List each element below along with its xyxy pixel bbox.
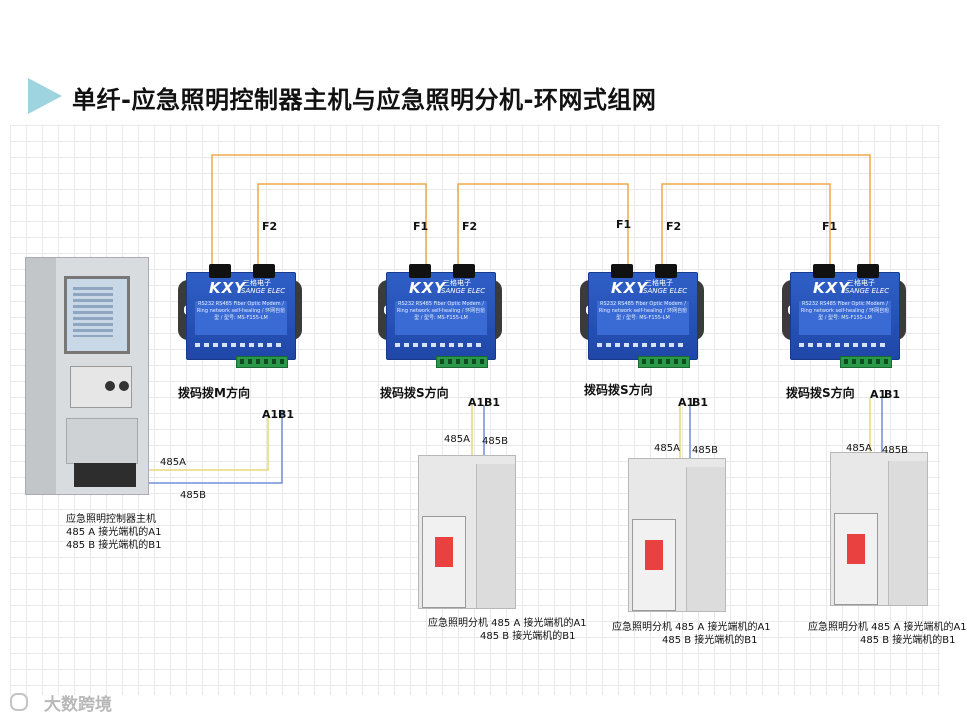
fiber-ring xyxy=(211,154,871,268)
branch1-485b-label: 485B xyxy=(482,436,508,447)
device-panel-text: RS232 RS485 Fiber Optic Modem / Ring net… xyxy=(597,301,689,335)
host-caption-1: 应急照明控制器主机 xyxy=(66,514,156,525)
dip-switch-label: 拨码拨M方向 xyxy=(178,386,250,400)
fiber-label: F2 xyxy=(462,220,478,233)
host-485b-line xyxy=(148,410,283,484)
a1-label: A1 xyxy=(870,388,887,401)
host-485b-label: 485B xyxy=(180,490,206,501)
fiber-label: F1 xyxy=(413,220,429,233)
fiber-label: F2 xyxy=(666,220,682,233)
fiber-port-icon xyxy=(813,264,835,278)
watermark-logo-icon xyxy=(10,693,28,711)
b1-label: B1 xyxy=(484,396,501,409)
device-panel-text: RS232 RS485 Fiber Optic Modem / Ring net… xyxy=(195,301,287,335)
host-caption-2: 485 A 接光端机的A1 xyxy=(66,527,162,538)
watermark-text: 大数跨境 xyxy=(44,695,112,715)
led-indicators xyxy=(193,333,289,351)
branch2-485b-label: 485B xyxy=(692,445,718,456)
terminal-block xyxy=(436,356,488,368)
host-485a-line xyxy=(148,410,269,471)
fiber-port-icon xyxy=(253,264,275,278)
fiber-port-icon xyxy=(611,264,633,278)
b1-label: B1 xyxy=(884,388,901,401)
warning-sticker-icon xyxy=(847,534,865,564)
fiber-converter-4: KXY 三格电子 SANGE ELEC RS232 RS485 Fiber Op… xyxy=(782,264,906,368)
fiber-port-icon xyxy=(409,264,431,278)
fiber-converter-1: KXY 三格电子 SANGE ELEC RS232 RS485 Fiber Op… xyxy=(178,264,302,368)
fiber-port-icon xyxy=(655,264,677,278)
dip-switch-label: 拨码拨S方向 xyxy=(786,386,855,400)
a1-label: A1 xyxy=(678,396,695,409)
emergency-lighting-branch-3 xyxy=(830,452,928,606)
warning-sticker-icon xyxy=(435,537,453,567)
fiber-label: F1 xyxy=(822,220,838,233)
led-indicators xyxy=(393,333,489,351)
rs485-lines xyxy=(148,398,883,484)
led-indicators xyxy=(797,333,893,351)
fiber-outer-loop xyxy=(211,154,871,268)
dip-switch-label: 拨码拨S方向 xyxy=(584,383,653,397)
branch1-caption-2: 485 B 接光端机的B1 xyxy=(480,631,576,642)
emergency-lighting-branch-2 xyxy=(628,458,726,612)
device-panel-text: RS232 RS485 Fiber Optic Modem / Ring net… xyxy=(799,301,891,335)
fiber-label: F1 xyxy=(616,218,632,231)
device-logo: KXY xyxy=(409,279,447,297)
page-title: 单纤-应急照明控制器主机与应急照明分机-环网式组网 xyxy=(72,86,657,114)
b1-label: B1 xyxy=(692,396,709,409)
branch3-485b-label: 485B xyxy=(882,445,908,456)
a1-label: A1 xyxy=(468,396,485,409)
terminal-block xyxy=(638,356,690,368)
device-logo: KXY xyxy=(611,279,649,297)
fiber-converter-2: KXY 三格电子 SANGE ELEC RS232 RS485 Fiber Op… xyxy=(378,264,502,368)
control-panel xyxy=(70,366,132,408)
fiber-port-icon xyxy=(453,264,475,278)
branch3-caption-1: 应急照明分机 485 A 接光端机的A1 xyxy=(808,622,967,633)
branch1-caption-1: 应急照明分机 485 A 接光端机的A1 xyxy=(428,618,587,629)
fiber-link-1-2 xyxy=(257,183,427,268)
branch2-485a-label: 485A xyxy=(654,443,680,454)
emergency-lighting-branch-1 xyxy=(418,455,516,609)
emergency-lighting-controller-host xyxy=(25,257,149,495)
monitor-screen xyxy=(64,276,130,354)
fiber-converter-3: KXY 三格电子 SANGE ELEC RS232 RS485 Fiber Op… xyxy=(580,264,704,368)
device-panel-text: RS232 RS485 Fiber Optic Modem / Ring net… xyxy=(395,301,487,335)
fiber-port-icon xyxy=(209,264,231,278)
branch2-caption-2: 485 B 接光端机的B1 xyxy=(662,635,758,646)
led-indicators xyxy=(595,333,691,351)
host-caption-3: 485 B 接光端机的B1 xyxy=(66,540,162,551)
branch3-caption-2: 485 B 接光端机的B1 xyxy=(860,635,956,646)
warning-sticker-icon xyxy=(645,540,663,570)
title-arrow-icon xyxy=(28,78,62,114)
branch3-485a-label: 485A xyxy=(846,443,872,454)
fiber-port-icon xyxy=(857,264,879,278)
b1-label: B1 xyxy=(278,408,295,421)
keyboard-icon xyxy=(74,463,136,487)
device-logo: KXY xyxy=(209,279,247,297)
host-485a-label: 485A xyxy=(160,457,186,468)
fiber-label: F2 xyxy=(262,220,278,233)
a1-label: A1 xyxy=(262,408,279,421)
fiber-link-2-3 xyxy=(457,183,629,268)
branch2-caption-1: 应急照明分机 485 A 接光端机的A1 xyxy=(612,622,771,633)
device-logo: KXY xyxy=(813,279,851,297)
terminal-block xyxy=(840,356,892,368)
fiber-link-3-4 xyxy=(661,183,831,268)
terminal-block xyxy=(236,356,288,368)
branch1-485a-label: 485A xyxy=(444,434,470,445)
dip-switch-label: 拨码拨S方向 xyxy=(380,386,449,400)
